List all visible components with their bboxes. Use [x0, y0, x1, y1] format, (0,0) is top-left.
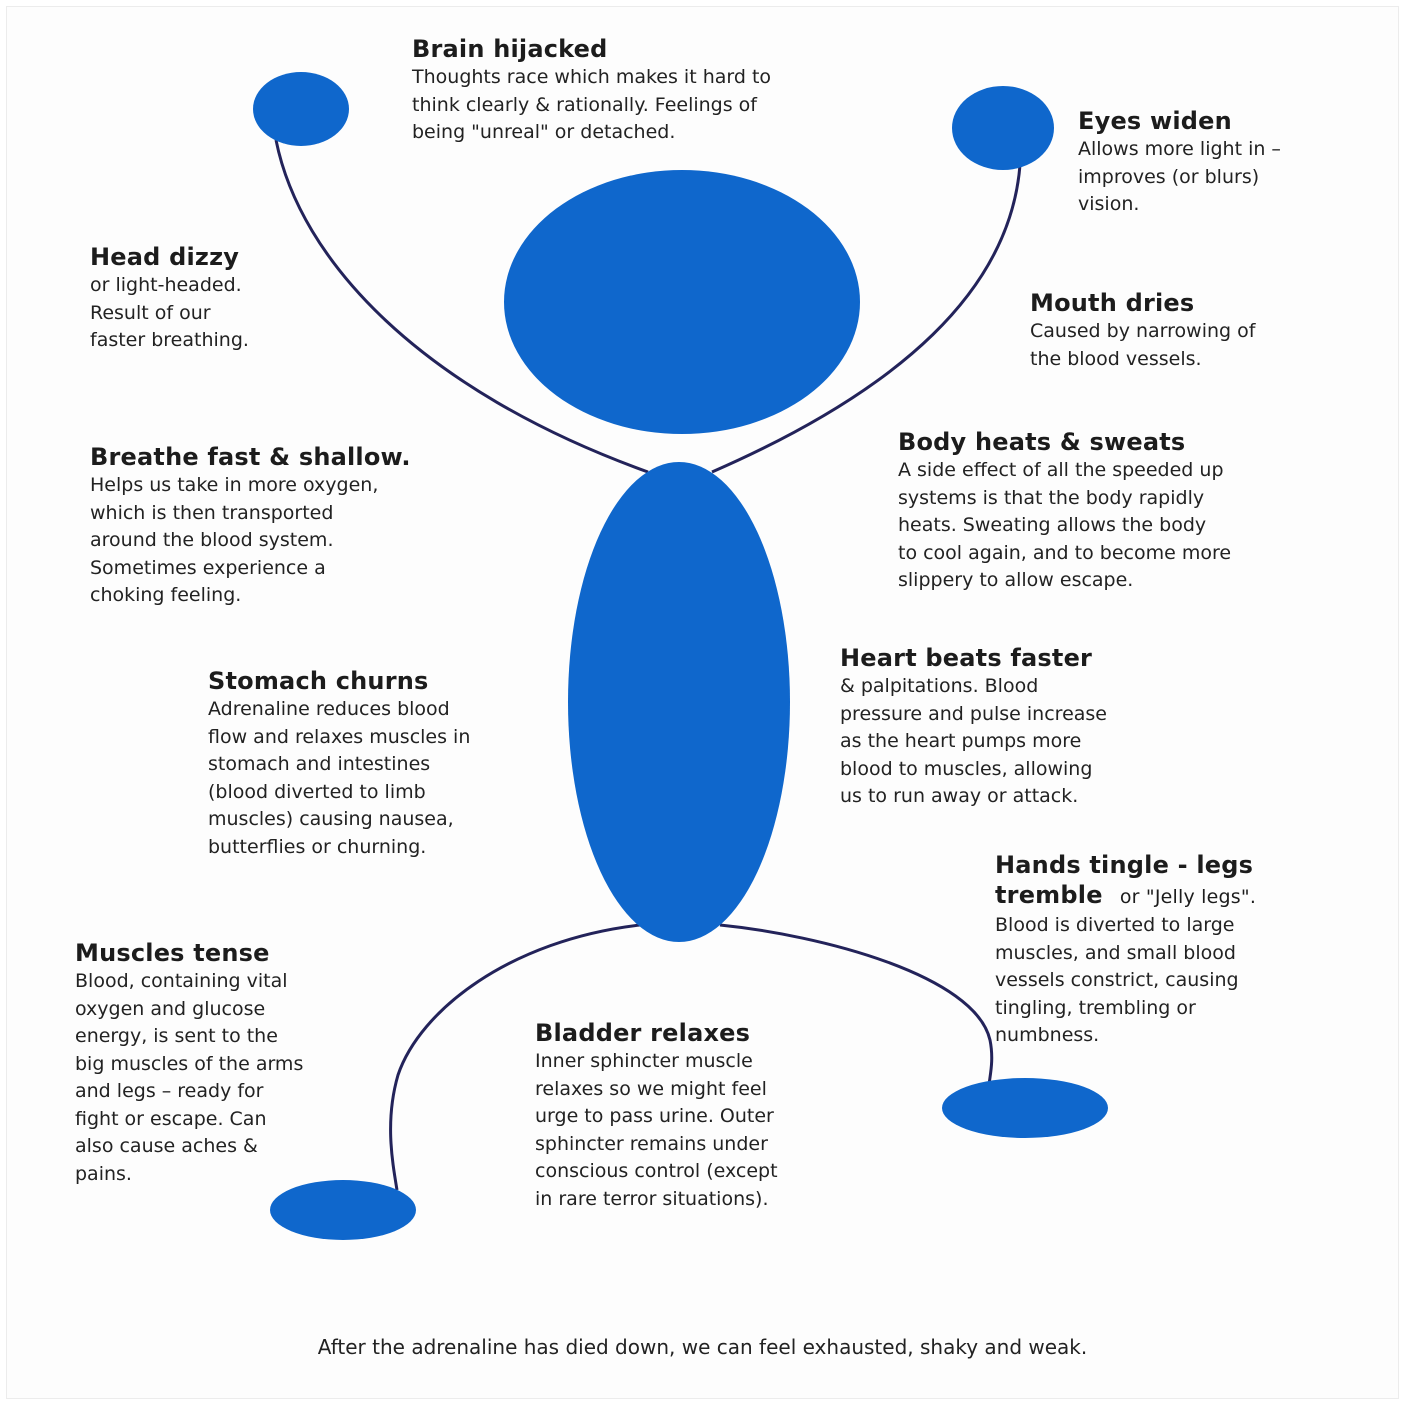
body-heat-title: Body heats & sweats	[898, 428, 1186, 456]
head-annotation: Head dizzy or light-headed. Result of ou…	[90, 242, 249, 355]
left-hand-shape	[253, 72, 349, 146]
left-leg-line	[389, 923, 641, 1191]
brain-annotation: Brain hijacked Thoughts race which makes…	[412, 34, 771, 147]
right-leg-line	[719, 923, 994, 1086]
hands-annotation: Hands tingle - legs tremble or "Jelly le…	[995, 850, 1256, 1050]
heart-title: Heart beats faster	[840, 644, 1093, 672]
stomach-body: Adrenaline reduces blood flow and relaxe…	[208, 698, 471, 858]
muscles-annotation: Muscles tense Blood, containing vital ox…	[75, 938, 303, 1188]
eyes-title: Eyes widen	[1078, 107, 1232, 135]
breathe-annotation: Breathe fast & shallow. Helps us take in…	[90, 442, 411, 610]
bladder-annotation: Bladder relaxes Inner sphincter muscle r…	[535, 1018, 778, 1213]
mouth-title: Mouth dries	[1030, 289, 1195, 317]
body-heat-annotation: Body heats & sweats A side effect of all…	[898, 427, 1231, 595]
head-shape	[504, 170, 860, 434]
hands-body: Blood is diverted to large muscles, and …	[995, 914, 1239, 1046]
breathe-title: Breathe fast & shallow.	[90, 443, 411, 471]
hands-title-note: or "Jelly legs".	[1119, 886, 1257, 908]
bladder-body: Inner sphincter muscle relaxes so we mig…	[535, 1050, 778, 1210]
right-arm-line	[711, 164, 1022, 474]
stomach-annotation: Stomach churns Adrenaline reduces blood …	[208, 666, 470, 861]
hands-title-line2-row: tremble or "Jelly legs".	[995, 880, 1256, 912]
head-title: Head dizzy	[90, 243, 240, 271]
muscles-body: Blood, containing vital oxygen and gluco…	[75, 970, 304, 1185]
muscles-title: Muscles tense	[75, 939, 270, 967]
eyes-annotation: Eyes widen Allows more light in – improv…	[1078, 106, 1281, 219]
body-heat-body: A side effect of all the speeded up syst…	[898, 459, 1232, 591]
mouth-body: Caused by narrowing of the blood vessels…	[1030, 320, 1256, 370]
right-foot-shape	[942, 1078, 1108, 1138]
right-hand-shape	[952, 86, 1054, 170]
left-foot-shape	[270, 1180, 416, 1240]
bladder-title: Bladder relaxes	[535, 1019, 751, 1047]
hands-title-line2: tremble	[995, 881, 1103, 909]
eyes-body: Allows more light in – improves (or blur…	[1078, 138, 1281, 215]
hands-title-line1: Hands tingle - legs	[995, 851, 1254, 879]
footer-note: After the adrenaline has died down, we c…	[317, 1335, 1088, 1359]
heart-body: & palpitations. Blood pressure and pulse…	[840, 675, 1107, 807]
head-body: or light-headed. Result of our faster br…	[90, 274, 249, 351]
heart-annotation: Heart beats faster & palpitations. Blood…	[840, 643, 1107, 811]
left-arm-line	[274, 139, 649, 474]
stomach-title: Stomach churns	[208, 667, 429, 695]
breathe-body: Helps us take in more oxygen, which is t…	[90, 474, 379, 606]
mouth-annotation: Mouth dries Caused by narrowing of the b…	[1030, 288, 1255, 373]
torso-shape	[568, 462, 790, 942]
brain-title: Brain hijacked	[412, 35, 608, 63]
brain-body: Thoughts race which makes it hard to thi…	[412, 66, 772, 143]
